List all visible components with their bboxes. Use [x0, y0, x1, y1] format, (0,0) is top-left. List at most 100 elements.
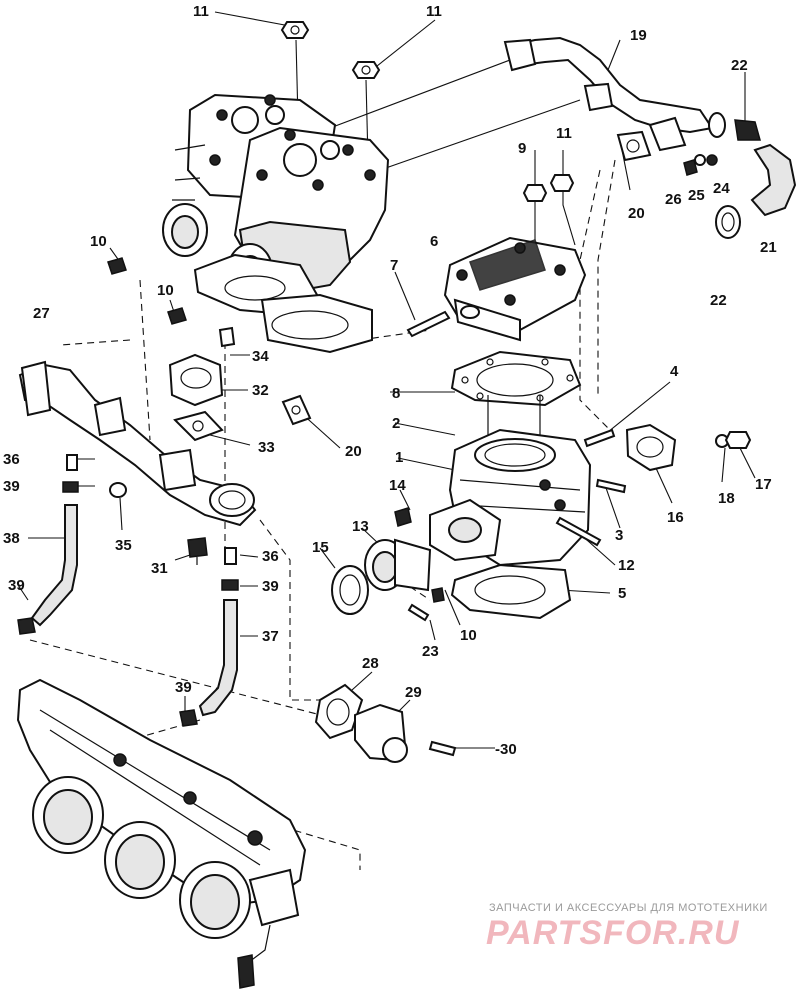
label-7: 7: [390, 257, 398, 274]
label-39-left: 39: [3, 478, 20, 495]
plug-35: [109, 482, 127, 498]
label-39-center: 39: [262, 578, 279, 595]
label-17: 17: [755, 476, 772, 493]
label-13: 13: [352, 518, 369, 535]
label-10-top: 10: [90, 233, 107, 250]
label-25: 25: [688, 187, 705, 204]
thermostat-housing-29: [354, 703, 408, 763]
clamp-39-lower: [179, 709, 198, 727]
hose-21: [750, 143, 797, 217]
clamp-39-left: [62, 481, 79, 493]
label-24: 24: [713, 180, 730, 197]
label-30: -30: [495, 741, 517, 758]
label-11-right: 11: [426, 3, 442, 20]
label-28: 28: [362, 655, 379, 672]
clamp-39-bottom-left: [17, 617, 36, 635]
label-21: 21: [760, 239, 777, 256]
stud-3: [595, 478, 627, 494]
label-36-center: 36: [262, 548, 279, 565]
label-23: 23: [422, 643, 439, 660]
label-36-left: 36: [3, 451, 20, 468]
stud-4: [583, 428, 616, 448]
label-6: 6: [430, 233, 438, 250]
cylinder-head-6: [443, 236, 587, 342]
clamp-15: [331, 565, 369, 615]
fitting-10b: [167, 307, 187, 325]
nut-17: [724, 431, 752, 449]
label-34: 34: [252, 348, 269, 365]
gasket-16: [625, 423, 677, 472]
label-11-center: 11: [556, 125, 572, 142]
label-20-lower: 20: [345, 443, 362, 460]
clamp-39-center: [221, 579, 239, 591]
hose-37: [198, 599, 238, 717]
screw-23: [407, 603, 430, 622]
gasket-28: [314, 683, 364, 740]
label-37: 37: [262, 628, 279, 645]
label-32: 32: [252, 382, 269, 399]
label-3: 3: [615, 527, 623, 544]
washer-25: [694, 154, 706, 166]
label-11-left: 11: [193, 3, 209, 20]
head-gasket-8: [450, 350, 582, 407]
label-18: 18: [718, 490, 735, 507]
hose-38: [30, 504, 78, 627]
cylinder-1: [429, 428, 592, 567]
label-22-bottom: 22: [710, 292, 727, 309]
callout-labels: 11 11 19 22 9 11 26 25 24 20 6 21 22 10 …: [3, 3, 777, 758]
label-16: 16: [667, 509, 684, 526]
nut-11-right: [351, 61, 381, 79]
fitting-36-left: [66, 454, 78, 471]
gasket-20-top: [616, 130, 652, 162]
label-15: 15: [312, 539, 329, 556]
gasket-33: [173, 410, 224, 442]
label-39-bottom-left: 39: [8, 577, 25, 594]
label-2: 2: [392, 415, 400, 432]
label-20-top: 20: [628, 205, 645, 222]
fitting-10-lower: [431, 587, 445, 603]
fitting-10a: [107, 257, 127, 275]
carb-adaptor-13: [364, 538, 432, 592]
bolt-30: [428, 740, 457, 757]
label-33: 33: [258, 439, 275, 456]
bolt-14: [394, 507, 412, 527]
label-1: 1: [395, 449, 403, 466]
label-10-mid: 10: [157, 282, 174, 299]
label-31: 31: [151, 560, 168, 577]
fitting-34: [218, 326, 236, 348]
stud-12: [555, 516, 602, 547]
label-4: 4: [670, 363, 679, 380]
clamp-22: [715, 205, 741, 239]
nut-11-left: [280, 21, 310, 39]
label-12: 12: [618, 557, 635, 574]
cylinder-assembly-top: [162, 93, 390, 354]
sensor-31: [187, 537, 208, 565]
label-10-lower: 10: [460, 627, 477, 644]
fitting-36-center: [224, 547, 237, 565]
exhaust-manifold-19: [503, 36, 761, 152]
label-27: 27: [33, 305, 50, 322]
label-38: 38: [3, 530, 20, 547]
carburetor-assembly: [16, 678, 307, 989]
flange-32: [168, 353, 224, 407]
label-29: 29: [405, 684, 422, 701]
stud-7: [406, 310, 451, 338]
label-8: 8: [392, 385, 400, 402]
label-39-lower: 39: [175, 679, 192, 696]
label-9: 9: [518, 140, 526, 157]
nut-24: [706, 154, 718, 166]
watermark-brand: PARTSFOR.RU: [486, 914, 740, 952]
label-14: 14: [389, 477, 406, 494]
base-gasket-5: [450, 563, 572, 620]
nut-9: [522, 184, 548, 202]
label-19: 19: [630, 27, 647, 44]
label-5: 5: [618, 585, 626, 602]
gasket-20-lower: [281, 394, 312, 426]
label-35: 35: [115, 537, 132, 554]
nut-11-center: [549, 174, 575, 192]
label-22-top: 22: [731, 57, 748, 74]
manifold-27: [18, 360, 257, 527]
label-26: 26: [665, 191, 682, 208]
